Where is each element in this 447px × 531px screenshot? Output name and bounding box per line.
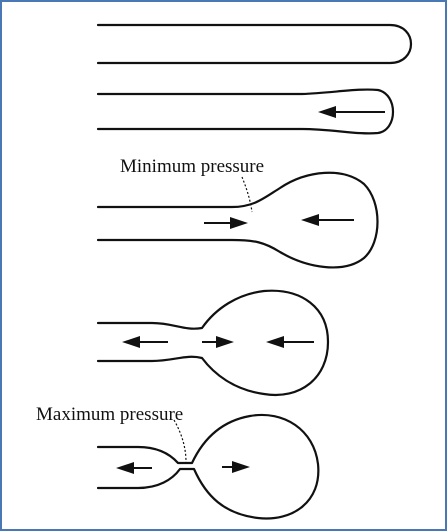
maximum-pressure-label: Maximum pressure (36, 404, 183, 425)
stage-5-arrow-right (222, 461, 250, 473)
stage-3-arrow-right (204, 217, 248, 229)
stage-3-arrow-left (301, 214, 354, 226)
stage-4-arrow-left-bulb (266, 336, 314, 348)
stage-2-arrow-left (318, 106, 385, 118)
stage-5-arrow-left (116, 462, 152, 474)
stage-4-arrow-right (202, 336, 234, 348)
stage-1-tube-outline (98, 25, 411, 63)
maximum-pressure-leader (174, 420, 186, 462)
minimum-pressure-label: Minimum pressure (120, 156, 264, 177)
stage-4-arrow-left-neck (122, 336, 168, 348)
